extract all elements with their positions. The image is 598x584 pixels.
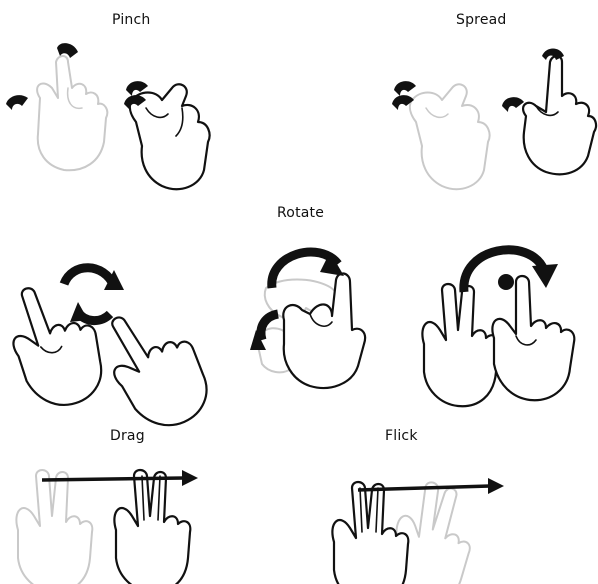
drag-hand-end: [114, 470, 190, 584]
pinch-hand-start: [37, 56, 107, 170]
spread-touch-4: [502, 97, 524, 112]
spread-hand-start: [410, 84, 490, 189]
spread-touch-1: [394, 81, 416, 96]
drag-hand-start: [16, 470, 92, 584]
rotate-hand-left-1: [0, 272, 114, 415]
rotate-arc-left: [64, 268, 114, 286]
flick-group: [332, 477, 504, 584]
rotate-arrowhead-right: [532, 264, 558, 288]
rotate-touch-right: [498, 274, 514, 290]
pinch-touch-2: [6, 95, 28, 110]
flick-arrowhead: [488, 478, 504, 494]
rotate-hand-right-2: [492, 276, 574, 400]
spread-group: [392, 49, 596, 190]
rotate-hand-right-1: [422, 284, 498, 406]
rotate-group: [0, 250, 574, 441]
drag-group: [16, 470, 198, 584]
drag-arrowhead: [182, 470, 198, 486]
pinch-group: [6, 43, 210, 189]
rotate-arrowhead-left-2: [70, 302, 88, 322]
spread-hand-end: [523, 56, 596, 174]
drag-arrow-line: [42, 478, 184, 480]
